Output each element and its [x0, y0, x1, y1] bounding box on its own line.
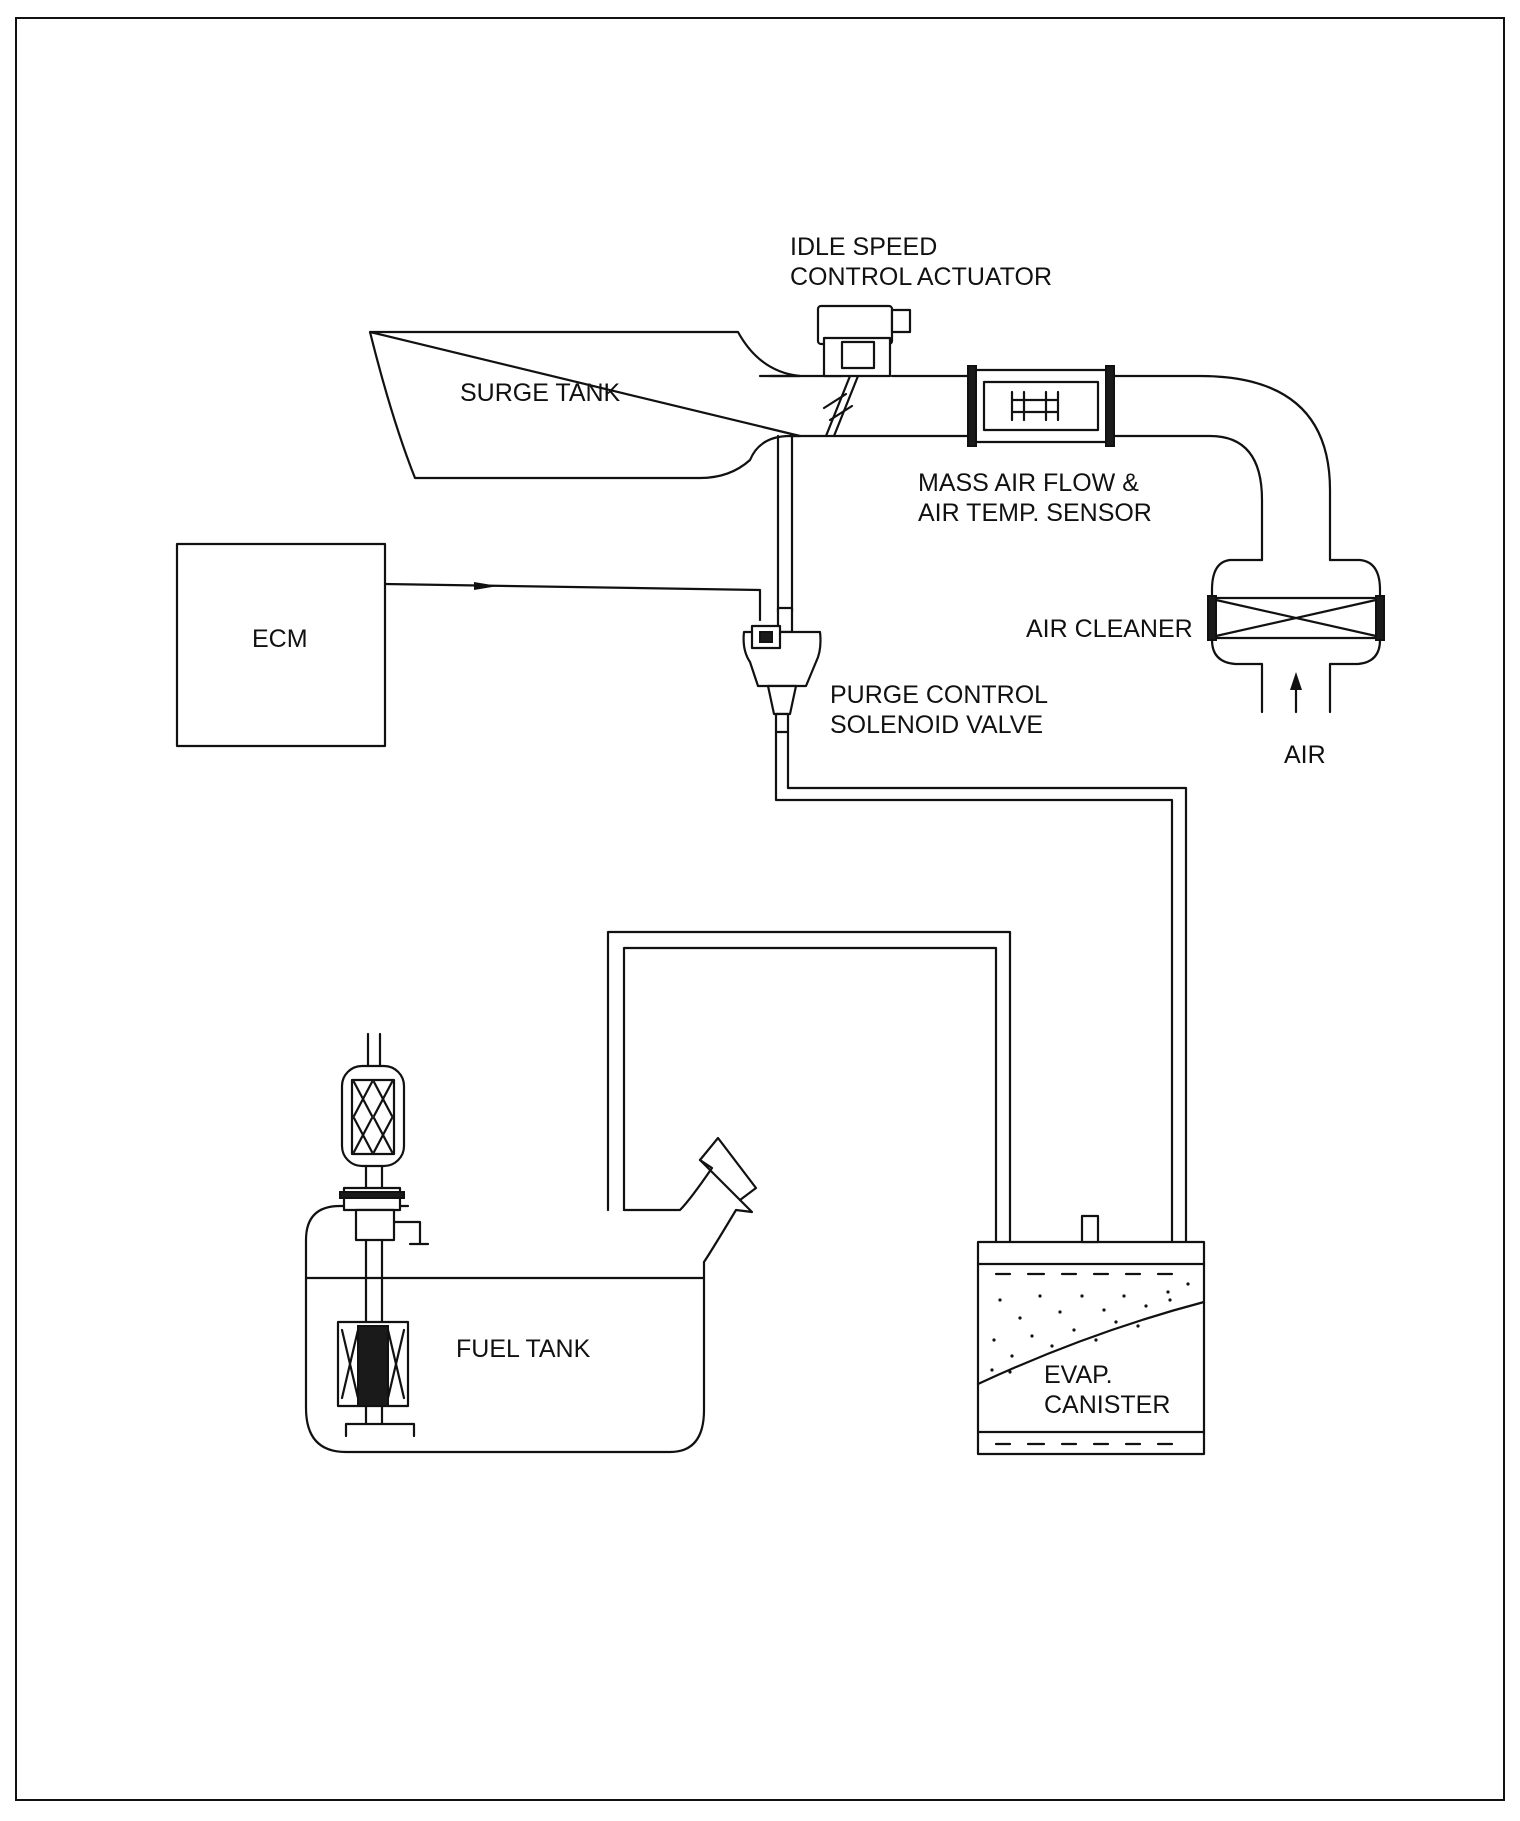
isc-actuator-core	[840, 340, 876, 370]
air-cleaner-label: AIR CLEANER	[1026, 615, 1193, 643]
fuel-tank-label: FUEL TANK	[456, 1335, 591, 1363]
fuel-pump-flange-band	[339, 1191, 405, 1199]
fuel-pump-cap	[354, 1208, 396, 1242]
air-cleaner-clamp-right	[1375, 595, 1385, 641]
purge-hose-upper	[776, 434, 794, 614]
page-frame	[15, 17, 1505, 1801]
surge-tank-label: SURGE TANK	[460, 379, 621, 407]
intake-pipe-lower-bend	[1108, 434, 1264, 562]
idle-speed-control-actuator-label-2: CONTROL ACTUATOR	[790, 263, 1053, 291]
purge-valve-label-1: PURGE CONTROL	[830, 681, 1049, 709]
maf-flange-left	[967, 365, 977, 447]
fuel-pump-strainer	[344, 1404, 416, 1438]
fuel-pump-tube-mid	[364, 1164, 384, 1190]
fuel-pump-cross	[340, 1328, 406, 1400]
fuel-filter-cross	[352, 1080, 394, 1154]
purge-valve-bottom-nipple	[774, 712, 790, 734]
isc-actuator-connector	[890, 308, 912, 334]
air-arrowhead-icon	[1290, 672, 1302, 690]
maf-sensor-label-1: MASS AIR FLOW &	[918, 469, 1139, 497]
signal-arrow-icon	[474, 582, 498, 590]
air-cleaner-clamp-left	[1207, 595, 1217, 641]
evap-canister-body	[976, 1240, 1206, 1456]
isc-actuator-stem	[824, 374, 860, 438]
maf-sensor-label-2: AIR TEMP. SENSOR	[918, 499, 1152, 527]
maf-sensor-inner	[982, 380, 1100, 432]
evap-canister-label-2: CANISTER	[1044, 1391, 1171, 1419]
vapor-hose	[606, 930, 1012, 1244]
purge-valve-label-2: SOLENOID VALVE	[830, 711, 1044, 739]
evap-canister-charcoal-dots	[990, 1282, 1190, 1374]
air-label: AIR	[1284, 741, 1326, 769]
throttle-plate	[822, 392, 854, 422]
evap-canister-charcoal-boundary	[976, 1300, 1206, 1386]
evap-canister-vent	[1080, 1214, 1100, 1244]
air-cleaner-filter-cross	[1214, 598, 1378, 638]
fuel-return-fitting	[392, 1220, 430, 1246]
ecm-signal-wire	[383, 582, 762, 622]
maf-sensor-element	[1010, 390, 1060, 422]
fuel-pump-shaft	[364, 1238, 384, 1324]
evap-canister-label-1: EVAP.	[1044, 1361, 1113, 1389]
maf-flange-right	[1105, 365, 1115, 447]
fuel-pump-tube-top	[366, 1032, 382, 1068]
fuel-pump-core	[357, 1325, 389, 1407]
fuel-tank-filler-neck	[698, 1136, 758, 1202]
idle-speed-control-actuator-label-1: IDLE SPEED	[790, 233, 938, 261]
fuel-tank-outline	[304, 1158, 754, 1454]
purge-hose-to-canister	[774, 730, 1188, 1244]
purge-valve-terminal	[759, 631, 773, 643]
ecm-box	[175, 542, 387, 748]
intake-pipe-upper-bend	[1108, 374, 1332, 562]
purge-valve-outlet	[766, 684, 798, 716]
ecm-label: ECM	[252, 625, 308, 653]
